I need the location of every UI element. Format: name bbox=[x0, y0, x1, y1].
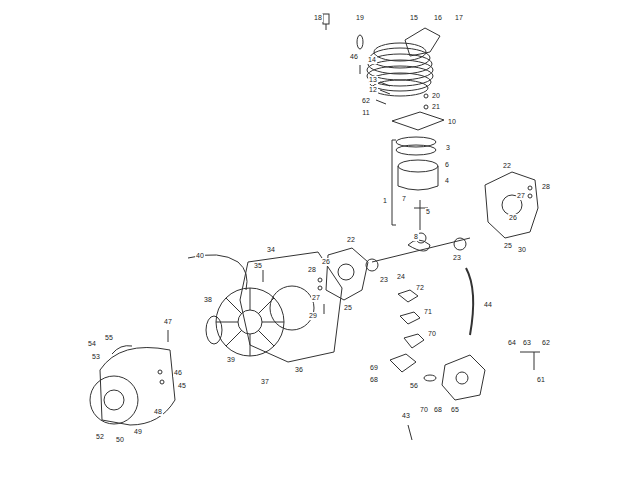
callout-number: 21 bbox=[431, 103, 441, 111]
callout-number: 23 bbox=[452, 254, 462, 262]
callout-number: 15 bbox=[409, 14, 419, 22]
callout-number: 25 bbox=[343, 304, 353, 312]
callout-number: 17 bbox=[454, 14, 464, 22]
bracket bbox=[392, 140, 396, 225]
cylinder bbox=[367, 43, 433, 96]
callout-number: 43 bbox=[401, 412, 411, 420]
gasket bbox=[392, 112, 444, 130]
callout-number: 63 bbox=[522, 339, 532, 347]
callout-number: 40 bbox=[195, 252, 205, 260]
housing-plate bbox=[240, 252, 342, 362]
callout-number: 28 bbox=[541, 183, 551, 191]
callout-number: 19 bbox=[355, 14, 365, 22]
bearing bbox=[454, 238, 466, 250]
callout-number: 24 bbox=[396, 273, 406, 281]
callout-number: 27 bbox=[311, 294, 321, 302]
callout-number: 39 bbox=[226, 356, 236, 364]
callout-number: 53 bbox=[91, 353, 101, 361]
callout-number: 65 bbox=[450, 406, 460, 414]
callout-number: 68 bbox=[369, 376, 379, 384]
callout-number: 48 bbox=[153, 408, 163, 416]
callout-number: 36 bbox=[294, 366, 304, 374]
callout-number: 50 bbox=[115, 436, 125, 444]
o-ring bbox=[357, 35, 363, 49]
cover bbox=[100, 348, 175, 426]
callout-number: 71 bbox=[423, 308, 433, 316]
callout-number: 26 bbox=[321, 258, 331, 266]
callout-number: 22 bbox=[502, 162, 512, 170]
callout-number: 13 bbox=[368, 76, 378, 84]
callout-number: 25 bbox=[503, 242, 513, 250]
callout-number: 18 bbox=[313, 14, 323, 22]
callout-number: 46 bbox=[173, 369, 183, 377]
callout-number: 5 bbox=[425, 208, 431, 216]
callout-number: 29 bbox=[308, 312, 318, 320]
ignition-wire bbox=[188, 255, 247, 290]
callout-number: 52 bbox=[95, 433, 105, 441]
callout-number: 62 bbox=[361, 97, 371, 105]
crankcase-half bbox=[485, 172, 538, 238]
callout-number: 35 bbox=[253, 262, 263, 270]
callout-number: 26 bbox=[508, 214, 518, 222]
callout-number: 8 bbox=[413, 233, 419, 241]
callout-number: 3 bbox=[445, 144, 451, 152]
callout-number: 30 bbox=[517, 246, 527, 254]
callout-number: 23 bbox=[379, 276, 389, 284]
callout-number: 38 bbox=[203, 296, 213, 304]
callout-number: 49 bbox=[133, 428, 143, 436]
callout-number: 16 bbox=[433, 14, 443, 22]
callout-number: 28 bbox=[307, 266, 317, 274]
callout-number: 12 bbox=[368, 86, 378, 94]
studs bbox=[376, 82, 390, 104]
callout-number: 55 bbox=[104, 334, 114, 342]
screws bbox=[520, 352, 540, 370]
callout-number: 4 bbox=[444, 177, 450, 185]
callout-number: 70 bbox=[427, 330, 437, 338]
callout-number: 46 bbox=[349, 53, 359, 61]
callout-number: 1 bbox=[382, 197, 388, 205]
callout-number: 37 bbox=[260, 378, 270, 386]
callout-number: 27 bbox=[516, 192, 526, 200]
callout-number: 14 bbox=[367, 56, 377, 64]
callout-number: 22 bbox=[346, 236, 356, 244]
fuel-line bbox=[466, 268, 473, 335]
carburetor bbox=[390, 290, 485, 440]
callout-number: 34 bbox=[266, 246, 276, 254]
callout-number: 64 bbox=[507, 339, 517, 347]
callout-number: 44 bbox=[483, 301, 493, 309]
callout-number: 56 bbox=[409, 382, 419, 390]
callout-number: 69 bbox=[369, 364, 379, 372]
callout-number: 72 bbox=[415, 284, 425, 292]
crankshaft bbox=[372, 233, 470, 262]
callout-number: 45 bbox=[177, 382, 187, 390]
disc bbox=[206, 316, 222, 344]
callout-number: 6 bbox=[444, 161, 450, 169]
callout-number: 10 bbox=[447, 118, 457, 126]
callout-number: 20 bbox=[431, 92, 441, 100]
flywheel-fan bbox=[216, 288, 284, 356]
callout-number: 54 bbox=[87, 340, 97, 348]
callout-number: 62 bbox=[541, 339, 551, 347]
callout-number: 68 bbox=[433, 406, 443, 414]
spark-plug bbox=[323, 14, 329, 30]
callout-number: 70 bbox=[419, 406, 429, 414]
callout-number: 61 bbox=[536, 376, 546, 384]
callout-number: 11 bbox=[361, 109, 370, 117]
callout-number: 47 bbox=[163, 318, 173, 326]
piston bbox=[398, 160, 438, 190]
callout-number: 7 bbox=[401, 195, 407, 203]
starter bbox=[90, 376, 138, 424]
